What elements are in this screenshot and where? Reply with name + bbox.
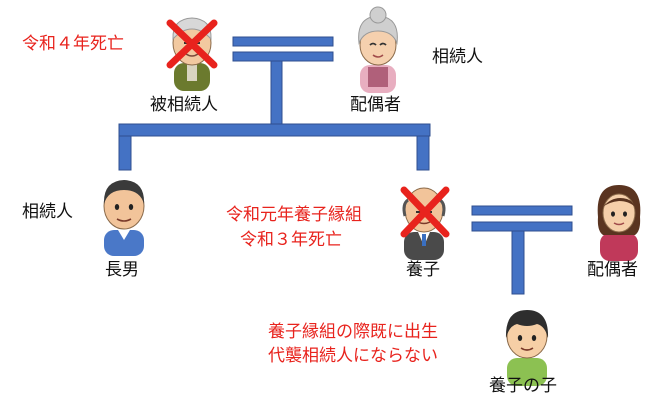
grandchild-label: 養子の子 xyxy=(489,376,557,396)
descent-line-decedent xyxy=(118,60,431,171)
grandchild-note-line2: 代襲相続人にならない xyxy=(268,346,438,366)
decedent-spouse-role-note: 相続人 xyxy=(432,47,483,67)
cross-mark-decedent xyxy=(166,19,218,69)
eldest-son-label: 長男 xyxy=(105,260,139,280)
eldest-son-role-note: 相続人 xyxy=(22,202,73,222)
boy-icon xyxy=(505,310,549,386)
adopted-child-label: 養子 xyxy=(406,260,440,280)
grandchild-note-line1: 養子縁組の際既に出生 xyxy=(268,322,438,342)
descent-line-adopted xyxy=(511,230,525,295)
decedent-death-note: 令和４年死亡 xyxy=(22,34,124,54)
elderly-woman-icon xyxy=(358,6,398,93)
woman-icon xyxy=(597,185,641,261)
decedent-spouse-label: 配偶者 xyxy=(350,95,401,115)
marriage-line-decedent xyxy=(232,36,334,62)
decedent-label: 被相続人 xyxy=(150,95,218,115)
cross-mark-adopted-child xyxy=(400,186,450,238)
middle-aged-man-icon xyxy=(103,180,145,256)
marriage-line-adopted xyxy=(471,205,573,232)
adopted-child-note-line2: 令和３年死亡 xyxy=(240,230,342,250)
adopted-spouse-label: 配偶者 xyxy=(587,260,638,280)
adopted-child-note-line1: 令和元年養子縁組 xyxy=(226,205,362,225)
